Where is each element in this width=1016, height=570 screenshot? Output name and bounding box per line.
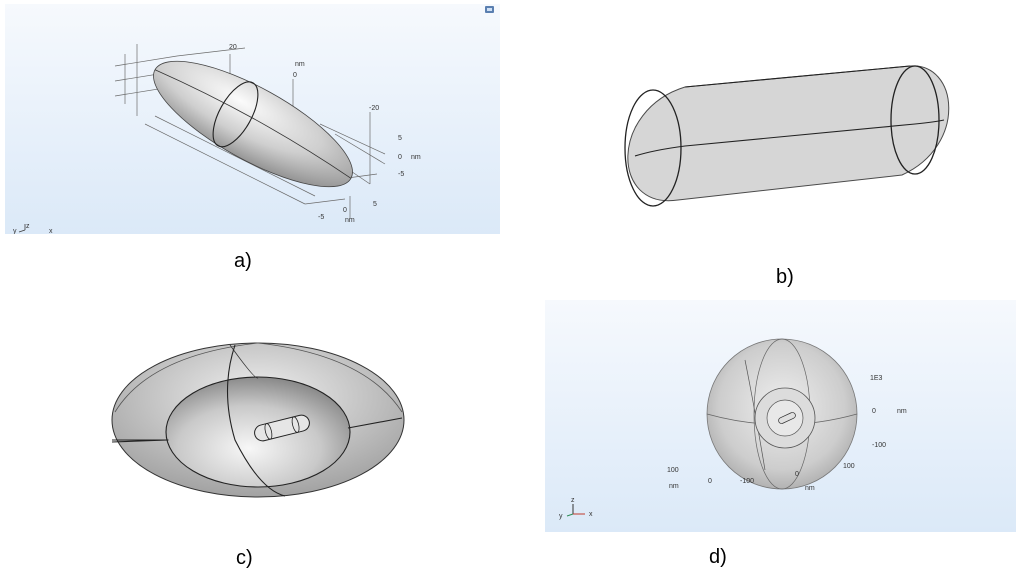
viewport-a: 20 nm 0 -20 5 0 nm -5 5 0 -5 nm z y x [5,4,500,234]
axis-label: nm [295,61,305,68]
axis-label: 0 [398,154,402,161]
caption-d: d) [709,546,727,568]
axis-label: 20 [229,44,237,51]
panel-d-graphic: 1E3 0 nm -100 100 nm 0 -100 0 100 nm z y… [545,300,1016,532]
axis-label: nm [345,217,355,224]
axis-label: -5 [398,171,404,178]
triad-z-label: z [26,223,30,230]
ellipsoid-shape [153,60,353,188]
caption-a: a) [234,250,252,272]
axis-triad-a [18,224,26,233]
panel-b-graphic [624,65,950,207]
shells-shape [111,342,405,498]
panel-b: b) [510,0,1016,290]
axis-label: 5 [373,201,377,208]
triad-x-label: x [589,511,593,518]
axis-label: 5 [398,135,402,142]
triad-y-label: y [13,228,17,234]
capsule-shape [624,65,950,207]
axis-triad-d [566,504,585,517]
axis-label: 0 [343,207,347,214]
sphere-shape [706,338,858,490]
view-icon[interactable] [485,6,494,13]
axis-label: 0 [872,408,876,415]
panel-a: 20 nm 0 -20 5 0 nm -5 5 0 -5 nm z y x [0,0,505,275]
axis-label: 0 [795,471,799,478]
axis-label: 0 [708,478,712,485]
triad-y-label: y [559,513,563,520]
axis-label: 1E3 [870,375,883,382]
viewport-d: 1E3 0 nm -100 100 nm 0 -100 0 100 nm z y… [545,300,1016,532]
axis-label: nm [897,408,907,415]
panel-c: c) [0,300,505,569]
axis-label: -100 [872,442,886,449]
axis-label: -20 [369,105,379,112]
panel-c-graphic [111,342,405,498]
axis-label: nm [669,483,679,490]
triad-x-label: x [49,228,53,234]
axis-label: -100 [740,478,754,485]
panel-d: 1E3 0 nm -100 100 nm 0 -100 0 100 nm z y… [545,300,1016,569]
axis-label: 100 [843,463,855,470]
axis-label: 0 [293,72,297,79]
axis-label: -5 [318,214,324,221]
caption-c: c) [236,547,253,569]
axis-label: nm [805,485,815,492]
axis-label: nm [411,154,421,161]
triad-z-label: z [571,497,575,504]
axis-label: 100 [667,467,679,474]
panel-a-graphic: 20 nm 0 -20 5 0 nm -5 5 0 -5 nm z y x [5,4,500,234]
caption-b: b) [776,266,794,288]
